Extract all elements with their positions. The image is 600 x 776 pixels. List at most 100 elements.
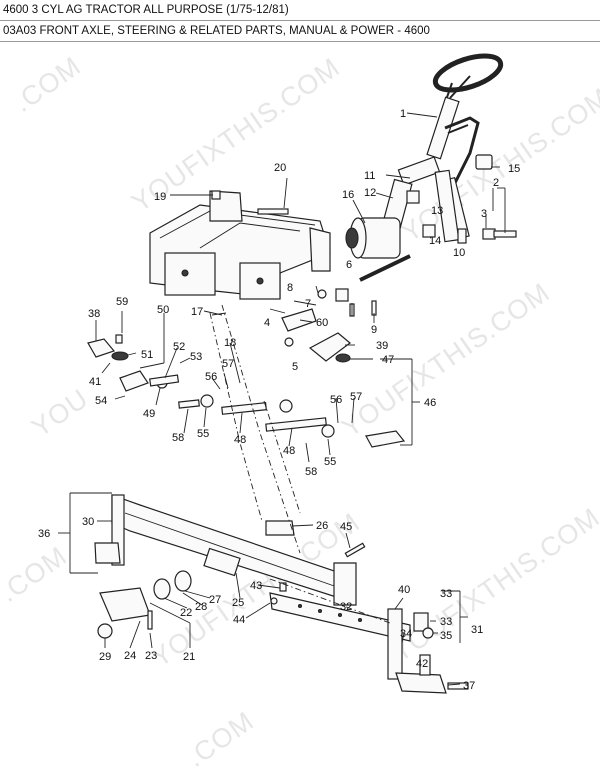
callout-49: 49 xyxy=(143,408,155,420)
callout-19: 19 xyxy=(154,191,166,203)
callout-13: 13 xyxy=(431,205,443,217)
callout-24: 24 xyxy=(124,650,136,662)
callout-23: 23 xyxy=(145,650,157,662)
callout-47: 47 xyxy=(382,354,394,366)
callout-2: 2 xyxy=(493,177,499,189)
callout-26: 26 xyxy=(316,520,328,532)
part-29 xyxy=(97,623,113,639)
callout-11: 11 xyxy=(364,170,375,182)
part-6-block xyxy=(335,288,349,302)
part-9 xyxy=(371,300,377,316)
callout-60: 60 xyxy=(316,317,328,329)
callout-21: 21 xyxy=(183,651,195,663)
callout-6: 6 xyxy=(346,259,352,271)
watermark-low-right: YOUFIXTHIS.COM xyxy=(386,502,600,668)
callout-58-right: 58 xyxy=(305,466,317,478)
callout-27: 27 xyxy=(209,594,221,606)
watermark-mid: YOUFIXTHIS.COM xyxy=(336,277,555,443)
part-19 xyxy=(211,190,221,200)
callout-41: 41 xyxy=(89,376,101,388)
callout-3: 3 xyxy=(481,208,487,220)
callout-40: 40 xyxy=(398,584,410,596)
part-54-end xyxy=(119,370,149,392)
callout-45: 45 xyxy=(340,521,352,533)
centerline xyxy=(209,312,263,522)
part-5 xyxy=(284,337,294,347)
watermarks: .COM YOUFIXTHIS.COM YOUFIXTHIS.COM YOU Y… xyxy=(0,51,600,773)
callout-50: 50 xyxy=(157,304,169,316)
callout-48-right: 48 xyxy=(283,445,295,457)
callout-22: 22 xyxy=(180,607,192,619)
part-48-tube-right xyxy=(265,417,327,432)
callout-57: 57 xyxy=(222,358,234,370)
part-51-cap xyxy=(111,351,129,361)
centerline xyxy=(269,578,391,624)
callout-29: 29 xyxy=(99,651,111,663)
part-20-bolt xyxy=(257,208,289,215)
part-15-clip xyxy=(475,154,493,170)
callout-31: 31 xyxy=(471,624,483,636)
watermark-mid-left: YOU xyxy=(26,383,94,443)
callout-57-right: 57 xyxy=(350,391,362,403)
callout-52: 52 xyxy=(173,341,185,353)
callout-44: 44 xyxy=(233,614,245,626)
watermark-top-left: .COM xyxy=(8,51,86,118)
callout-28: 28 xyxy=(195,601,207,613)
part-55 xyxy=(200,394,214,408)
callout-46: 46 xyxy=(424,397,436,409)
callout-5: 5 xyxy=(292,361,298,373)
callout-37: 37 xyxy=(463,680,475,692)
part-45-bolt xyxy=(344,542,366,558)
callout-43: 43 xyxy=(250,580,262,592)
callout-17: 17 xyxy=(191,306,203,318)
callout-12: 12 xyxy=(364,187,376,199)
callout-38: 38 xyxy=(88,308,100,320)
part-48-tube xyxy=(221,402,267,415)
front-axle-beam xyxy=(94,494,357,606)
callout-1: 1 xyxy=(400,108,406,120)
callout-30: 30 xyxy=(82,516,94,528)
part-43 xyxy=(279,582,287,592)
part-55-right xyxy=(321,424,335,438)
callout-54: 54 xyxy=(95,395,107,407)
right-spindle xyxy=(387,608,469,694)
callout-20: 20 xyxy=(274,162,286,174)
callout-55-right: 55 xyxy=(324,456,336,468)
callout-55: 55 xyxy=(197,428,209,440)
callout-35: 35 xyxy=(440,630,452,642)
part-6-rod xyxy=(359,254,411,282)
part-8 xyxy=(317,289,327,299)
callout-56-right: 56 xyxy=(330,394,342,406)
callout-8: 8 xyxy=(287,282,293,294)
axle-extension xyxy=(269,592,411,642)
part-23 xyxy=(147,610,153,630)
callout-51: 51 xyxy=(141,349,153,361)
callout-14: 14 xyxy=(429,235,441,247)
watermark-mid-left-low: .COM xyxy=(0,541,72,608)
page-title: 4600 3 CYL AG TRACTOR ALL PURPOSE (1/75-… xyxy=(0,0,600,21)
part-28 xyxy=(174,570,192,592)
callout-58: 58 xyxy=(172,432,184,444)
callout-16: 16 xyxy=(342,189,354,201)
callout-39: 39 xyxy=(376,340,388,352)
page-subtitle: 03A03 FRONT AXLE, STEERING & RELATED PAR… xyxy=(0,21,600,42)
callout-10: 10 xyxy=(453,247,465,259)
part-3 xyxy=(482,228,496,240)
callout-18: 18 xyxy=(224,337,236,349)
callout-33: 33 xyxy=(440,616,452,628)
part-13 xyxy=(406,190,420,204)
steering-pump xyxy=(345,217,401,259)
part-22 xyxy=(153,578,171,600)
part-25 xyxy=(203,547,241,577)
callout-4: 4 xyxy=(264,317,270,329)
part-47-cap xyxy=(335,353,351,363)
callout-42: 42 xyxy=(416,658,428,670)
callout-36: 36 xyxy=(38,528,50,540)
part-49-tube xyxy=(149,374,180,387)
part-4-arm xyxy=(281,308,317,332)
part-10 xyxy=(457,228,467,244)
part-58-clamp xyxy=(178,399,200,409)
callout-33-top: 33 xyxy=(440,588,452,600)
callout-34: 34 xyxy=(400,628,412,640)
callout-labels: 1 2 3 4 5 6 7 8 9 10 11 12 13 14 15 16 1… xyxy=(38,108,520,692)
